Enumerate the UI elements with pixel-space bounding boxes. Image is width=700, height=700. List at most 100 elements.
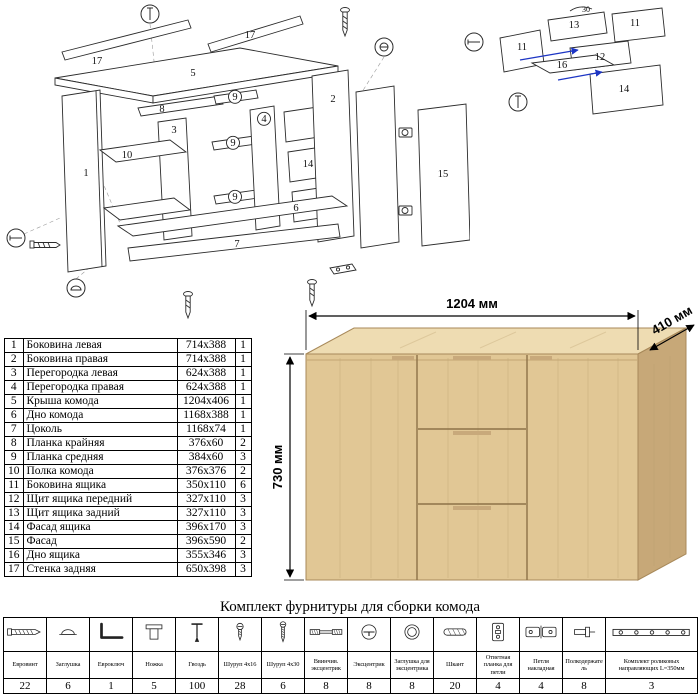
part-number-label: 14 [619, 84, 630, 95]
width-dimension-label: 1204 мм [446, 296, 498, 311]
part-number-label: 7 [234, 239, 239, 250]
cabinet-parts [54, 15, 470, 273]
hardware-name: Евроключ [89, 651, 133, 679]
height-dimension-label: 730 мм [270, 445, 285, 490]
rotation-arrow-icon [569, 6, 593, 12]
callout-circles [6, 4, 394, 298]
callout-confirmat-icon [6, 228, 26, 248]
shelf [98, 139, 188, 163]
hardware-name: Эксцентрик [347, 651, 391, 679]
part-number-label: 6 [293, 203, 298, 214]
drawer-callouts [464, 32, 528, 112]
part-number-label: 15 [438, 169, 449, 180]
part-number-circle [228, 89, 242, 104]
screw-long-icon [261, 617, 305, 652]
drawer-parts [499, 7, 666, 115]
hardware-kit-title: Комплект фурнитуры для сборки комода [219, 599, 480, 615]
bracket-icon [329, 263, 357, 275]
callout-screw-icon [508, 92, 528, 112]
part-number-label: 8 [159, 104, 164, 115]
hardware-qty: 8 [347, 678, 391, 694]
callout-bolt-icon [464, 32, 484, 52]
hardware-qty: 20 [433, 678, 477, 694]
partition-right [249, 105, 281, 231]
hardware-qty: 22 [3, 678, 47, 694]
screw-short-icon [218, 617, 262, 652]
assembly-direction-arrows [519, 47, 603, 81]
callout-cap-icon [66, 278, 86, 298]
back-panel [207, 15, 304, 53]
hardware-name: Заглушка [46, 651, 90, 679]
shelf [102, 197, 192, 221]
drawer-bottom-panel [530, 54, 616, 74]
hw-row-icons [3, 617, 698, 652]
part-number-label: 1 [83, 168, 88, 179]
callout-nail-icon [140, 4, 160, 24]
wood-grain [339, 331, 671, 578]
cap-icon [46, 617, 90, 652]
part-number-circle [257, 111, 271, 126]
hardware-name: Шуруп 4x30 [261, 651, 305, 679]
hex-key-icon [89, 617, 133, 652]
nail-icon [175, 617, 219, 652]
dimension-width: 1204 мм [305, 296, 639, 350]
chest-front-face [305, 353, 639, 581]
top-rail [137, 95, 224, 117]
foot-icon [132, 617, 176, 652]
drawer-back-panel [547, 11, 608, 42]
hardware-qty: 8 [304, 678, 348, 694]
part-number-label: 30 [582, 5, 590, 14]
handle-grooves [392, 356, 552, 510]
door-panel [355, 85, 400, 249]
part-number-label: 3 [171, 125, 176, 136]
hardware-qty: 4 [519, 678, 563, 694]
hardware-name: Гвоздь [175, 651, 219, 679]
part-number-label: 5 [190, 68, 195, 79]
hinge-icon [398, 127, 413, 216]
left-side-panel [61, 89, 107, 273]
part-number-label: 10 [122, 150, 133, 161]
screw-icon [183, 291, 193, 320]
part-number-label: 9 [232, 192, 237, 203]
bottom-panel [116, 195, 349, 237]
double-thread-bolt-icon [304, 617, 348, 652]
hardware-qty: 28 [218, 678, 262, 694]
hardware-name: Полкодержатель [562, 651, 606, 679]
hardware-qty: 6 [261, 678, 305, 694]
dimension-height: 730 мм [270, 353, 304, 581]
cam-cap-icon [390, 617, 434, 652]
hardware-qty: 8 [390, 678, 434, 694]
hardware-name: Ножка [132, 651, 176, 679]
drawer-slide-icon [605, 617, 698, 652]
hardware-name: Петля накладная [519, 651, 563, 679]
front-seams [416, 355, 528, 580]
part-number-label: 9 [232, 92, 237, 103]
part-number-label: 13 [569, 20, 580, 31]
part-number-label: 16 [557, 60, 568, 71]
hardware-name: Евровинт [3, 651, 47, 679]
confirmat-screw-detail-icon [29, 240, 61, 249]
hardware-name: Заглушка для эксцентрика [390, 651, 434, 679]
part-number-label: 11 [630, 18, 640, 29]
hardware-qty: 100 [175, 678, 219, 694]
confirmat-screw-icon [3, 617, 47, 652]
drawer-facade [589, 64, 664, 115]
